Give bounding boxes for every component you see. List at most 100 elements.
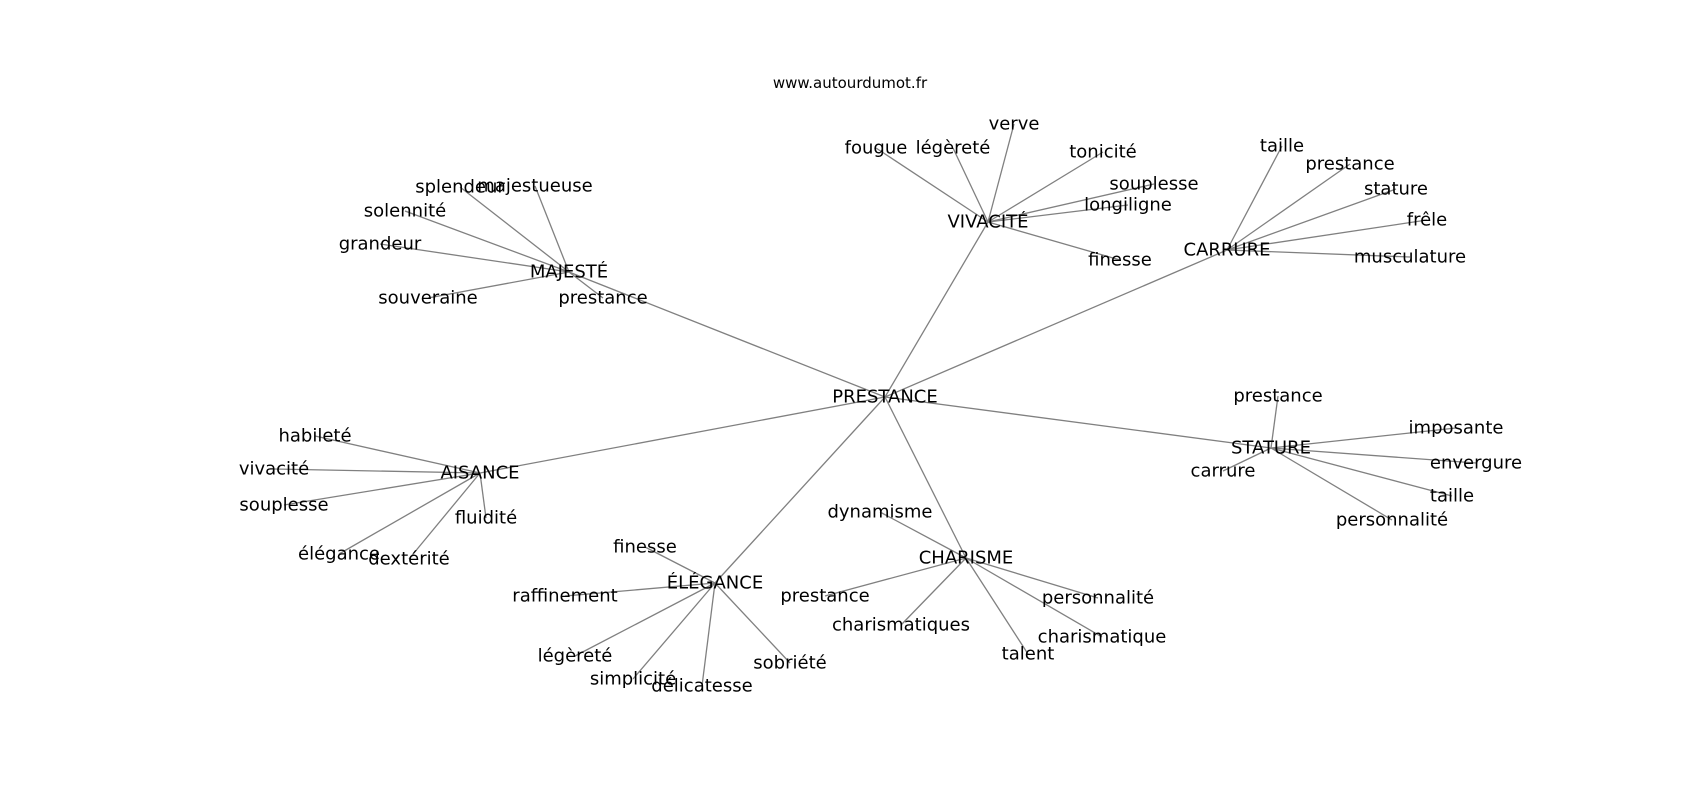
edges-layer [273,123,1477,687]
edge-majeste-leaf [404,210,570,273]
edge-root-majeste [568,271,886,398]
edge-aisance-leaf [283,472,481,506]
leaf-node: finesse [1088,250,1152,271]
leaf-node: légèreté [916,138,991,159]
leaf-node: majestueuse [477,176,592,197]
group-node-majeste: MAJESTÉ [530,261,608,283]
edge-root-carrure [884,249,1228,398]
leaf-node: fougue [845,138,908,159]
leaf-node: fluidité [455,508,517,529]
edge-elegance-leaf [714,582,791,664]
edge-vivacite-leaf [987,123,1015,223]
edge-aisance-leaf [479,472,487,519]
edge-carrure-leaf [1226,145,1283,251]
leaf-node: prestance [1305,154,1394,175]
edge-aisance-leaf [273,468,481,474]
leaf-node: dynamisme [827,502,932,523]
edge-charisme-leaf [965,557,1099,599]
edge-charisme-leaf [879,511,967,559]
edge-charisme-leaf [824,557,967,597]
leaf-node: souveraine [378,288,477,309]
edge-vivacite-leaf [875,147,989,223]
leaf-node: tonicité [1069,142,1137,163]
leaf-node: envergure [1430,453,1522,474]
edge-majeste-leaf [379,243,570,273]
leaf-node: dextérité [368,549,450,570]
leaf-node: stature [1364,179,1428,200]
leaf-node: vivacité [239,459,309,480]
leaf-node: souplesse [239,495,328,516]
leaf-node: carrure [1191,461,1256,482]
leaf-node: prestance [1233,386,1322,407]
edge-aisance-leaf [338,472,481,555]
edge-root-vivacite [884,221,989,398]
leaf-node: raffinement [512,586,617,607]
leaf-node: splendeur [415,177,505,198]
edge-carrure-leaf [1226,219,1428,251]
leaf-node: talent [1002,644,1055,665]
edge-stature-leaf [1270,427,1457,449]
edge-stature-leaf [1270,447,1453,497]
leaf-node: délicatesse [651,676,752,697]
leaf-node: taille [1430,486,1474,507]
edge-root-charisme [884,396,967,559]
edge-carrure-leaf [1226,188,1397,251]
edge-aisance-leaf [408,472,481,560]
edge-elegance-leaf [701,582,716,687]
root-node: PRESTANCE [832,387,937,408]
group-node-vivacite: VIVACITÉ [947,211,1028,233]
edge-stature-leaf [1222,447,1272,472]
edge-charisme-leaf [900,557,967,626]
edge-root-aisance [479,396,886,474]
leaf-node: personnalité [1336,510,1448,531]
edge-majeste-leaf [568,271,604,299]
leaf-node: grandeur [339,234,422,255]
group-node-stature: STATURE [1231,438,1311,459]
leaf-node: frêle [1407,210,1448,231]
source-watermark: www.autourdumot.fr [773,74,928,92]
edge-stature-leaf [1270,447,1477,464]
edge-charisme-leaf [965,557,1029,655]
leaf-node: taille [1260,136,1304,157]
leaf-node: longiligne [1084,195,1172,216]
edge-majeste-leaf [534,185,570,273]
leaf-node: prestance [780,586,869,607]
edge-root-stature [884,396,1272,449]
edge-majeste-leaf [427,271,570,299]
edge-stature-leaf [1270,395,1279,449]
leaf-node: sobriété [753,653,826,674]
edge-elegance-leaf [644,546,716,584]
edge-elegance-leaf [632,582,716,680]
edge-carrure-leaf [1226,163,1351,251]
leaf-node: imposante [1409,418,1504,439]
edge-vivacite-leaf [952,147,989,223]
group-node-carrure: CARRURE [1184,240,1271,261]
leaf-node: finesse [613,537,677,558]
edge-vivacite-leaf [987,204,1129,223]
edge-stature-leaf [1270,447,1393,521]
leaf-node: solennité [364,201,446,222]
edge-elegance-leaf [574,582,716,657]
edge-root-elegance [714,396,886,584]
leaf-node: musculature [1354,247,1466,268]
leaf-node: souplesse [1109,174,1198,195]
leaf-node: charismatique [1038,627,1167,648]
edge-vivacite-leaf [987,221,1121,261]
leaf-node: légèreté [538,646,613,667]
edge-charisme-leaf [965,557,1103,638]
group-node-charisme: CHARISME [919,548,1014,569]
edge-vivacite-leaf [987,183,1155,223]
leaf-node: charismatiques [832,615,970,636]
group-node-elegance: ÉLÉGANCE [667,572,763,594]
leaf-node: élégance [298,544,380,565]
edge-elegance-leaf [564,582,716,597]
leaf-node: verve [989,114,1040,135]
leaf-node: personnalité [1042,588,1154,609]
edge-carrure-leaf [1226,249,1411,258]
edge-aisance-leaf [314,435,481,474]
leaf-node: habileté [278,426,351,447]
edge-vivacite-leaf [987,151,1104,223]
edge-majeste-leaf [459,186,570,273]
